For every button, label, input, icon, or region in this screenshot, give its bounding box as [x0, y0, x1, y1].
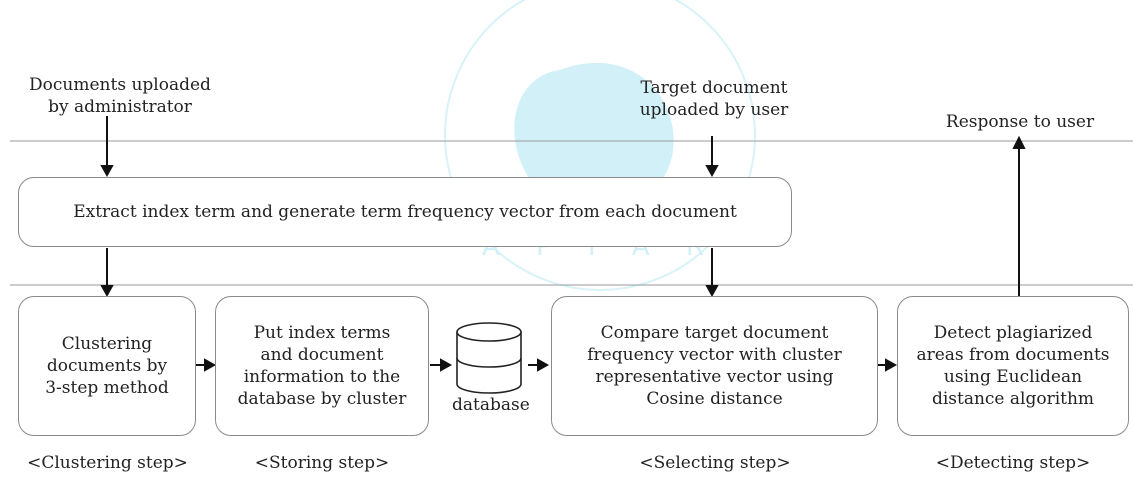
- user-upload-label: Target document uploaded by user: [639, 78, 789, 120]
- response-label: Response to user: [945, 112, 1095, 132]
- detecting-box: Detect plagiarized areas from documents …: [897, 296, 1129, 436]
- storing-step-label: <Storing step>: [254, 453, 390, 473]
- selecting-step-label: <Selecting step>: [639, 453, 791, 473]
- database-label: database: [452, 395, 530, 415]
- storing-box: Put index terms and document information…: [215, 296, 429, 436]
- admin-upload-label: Documents uploaded by administrator: [29, 75, 211, 117]
- clustering-box: Clustering documents by 3-step method: [18, 296, 196, 436]
- clustering-step-label: <Clustering step>: [27, 453, 188, 473]
- database-icon: [456, 322, 522, 394]
- detecting-step-label: <Detecting step>: [935, 453, 1091, 473]
- extract-term-box: Extract index term and generate term fre…: [18, 177, 792, 247]
- selecting-box: Compare target document frequency vector…: [551, 296, 878, 436]
